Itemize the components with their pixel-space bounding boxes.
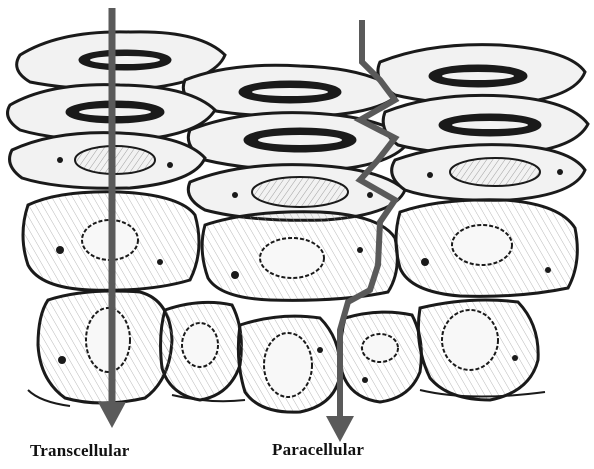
paracellular-label: Paracellular xyxy=(272,440,364,460)
flat-cell xyxy=(183,65,400,116)
polyhedral-cell xyxy=(396,200,577,297)
basal-cell xyxy=(418,300,538,400)
granular-cell xyxy=(10,133,205,189)
granular-cell xyxy=(392,145,585,201)
transcellular-label: Transcellular xyxy=(30,441,130,461)
basal-cell xyxy=(38,291,172,403)
basal-cell xyxy=(341,312,422,402)
basal-cell xyxy=(161,302,242,400)
basal-layer xyxy=(28,291,545,412)
basal-cell xyxy=(238,316,340,412)
